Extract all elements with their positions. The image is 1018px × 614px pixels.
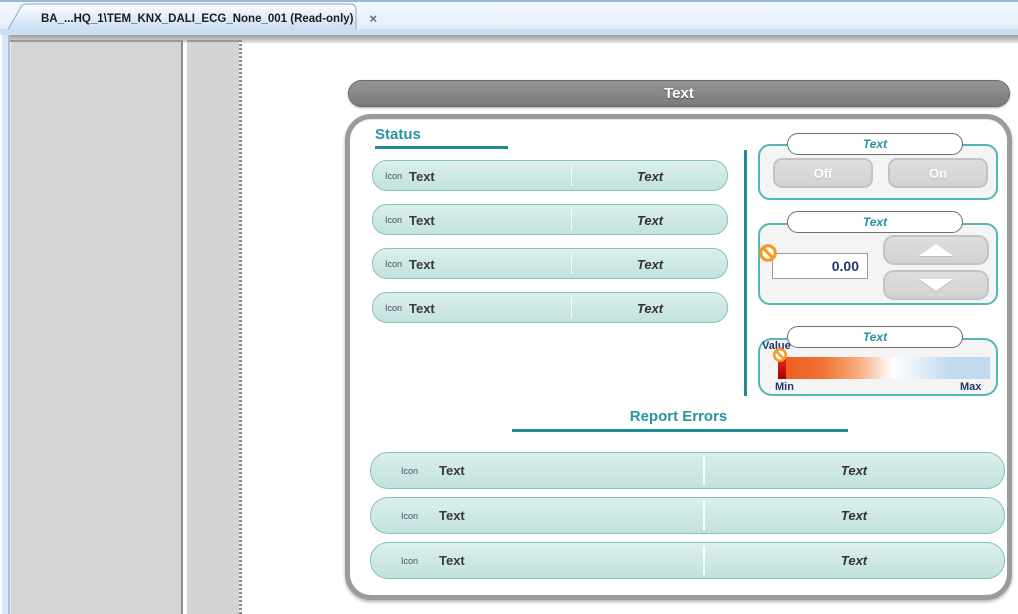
row-divider [703,546,705,575]
panel-splitter[interactable] [239,40,242,614]
status-row-value: Text [636,213,664,228]
tab-shape [6,3,357,32]
report-row-label: Text [439,553,465,568]
switch-group-title: Text [862,137,888,151]
gauge-group-title: Text [862,330,888,344]
spinner-group-title: Text [862,215,888,229]
status-row-icon: Icon [385,215,403,225]
up-arrow-icon [919,244,953,256]
row-divider [571,165,572,186]
status-row-label: Text [409,213,435,228]
report-row-label: Text [439,463,465,478]
template-title: Text [664,85,694,102]
gauge-gradient-bar [778,357,990,379]
gauge-max-label: Max [960,381,982,393]
row-divider [571,253,572,274]
status-row-icon: Icon [385,171,403,181]
status-row-icon: Icon [385,259,403,269]
status-row-icon: Icon [385,303,403,313]
decrement-button[interactable] [883,270,989,300]
report-errors-heading: Report Errors [629,408,728,425]
status-row-value: Text [636,301,664,316]
faceplate-panel: Status Icon Text Text Icon Text Text Ico… [345,114,1012,600]
document-tab[interactable]: BA_...HQ_1\TEM_KNX_DALI_ECG_None_001 (Re… [6,3,377,32]
on-button[interactable]: On [888,158,988,188]
gauge-group-label: Text [787,326,963,348]
report-row-value: Text [840,463,868,478]
setpoint-input[interactable]: 0.00 [772,253,868,279]
status-row-label: Text [409,257,435,272]
report-error-row[interactable]: Icon Text Text [370,452,1005,489]
report-error-row[interactable]: Icon Text Text [370,497,1005,534]
report-row-icon: Icon [401,556,419,566]
row-divider [703,501,705,530]
row-divider [703,456,705,485]
report-row-label: Text [439,508,465,523]
status-underline [375,146,508,149]
increment-button[interactable] [883,235,989,265]
row-divider [571,209,572,230]
gauge-marker [778,353,786,379]
status-heading: Status [375,126,421,143]
content-top-shadow [0,35,1018,43]
template-title-bar: Text [348,80,1010,107]
no-entry-icon [772,347,788,363]
report-row-icon: Icon [401,511,419,521]
status-row[interactable]: Icon Text Text [372,204,728,235]
tab-bottom-band [0,29,1018,35]
status-row-label: Text [409,301,435,316]
status-row-value: Text [636,169,664,184]
report-row-value: Text [840,508,868,523]
status-row[interactable]: Icon Text Text [372,248,728,279]
gauge-min-label: Min [775,381,794,393]
switch-group-label: Text [787,133,963,155]
off-button-label: Off [813,165,833,181]
tab-bar: BA_...HQ_1\TEM_KNX_DALI_ECG_None_001 (Re… [0,0,1018,32]
close-icon[interactable]: × [369,11,378,26]
no-entry-icon [759,244,777,262]
on-button-label: On [928,165,948,181]
report-row-icon: Icon [401,466,419,476]
report-error-row[interactable]: Icon Text Text [370,542,1005,579]
report-row-value: Text [840,553,868,568]
left-tool-panel [10,40,183,614]
status-row[interactable]: Icon Text Text [372,292,728,323]
left-gutter-panel [187,40,239,614]
report-errors-underline [512,429,848,432]
status-row[interactable]: Icon Text Text [372,160,728,191]
status-row-value: Text [636,257,664,272]
down-arrow-icon [919,279,953,291]
status-row-label: Text [409,169,435,184]
window-left-edge [0,35,10,614]
spinner-group-label: Text [787,211,963,233]
tab-title: BA_...HQ_1\TEM_KNX_DALI_ECG_None_001 (Re… [41,13,354,25]
section-divider [744,150,747,396]
off-button[interactable]: Off [773,158,873,188]
row-divider [571,297,572,318]
